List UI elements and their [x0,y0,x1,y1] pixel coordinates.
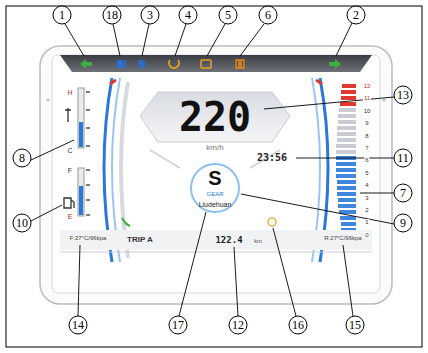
gauge-tick [86,91,90,93]
rpm-scale-number: 1 [364,219,369,225]
gear-readout: S [208,168,221,188]
trip-unit: km [254,238,262,244]
fuel-scale-mark: F [68,167,72,174]
rpm-scale-number: 0 [364,232,369,238]
callout-circle [219,6,237,24]
callout-circle [289,316,307,334]
rpm-bar-segment [336,162,356,166]
callout-number: 2 [353,9,359,21]
callout-number: 5 [225,9,231,21]
callout-circle [103,6,121,24]
clock-readout: 23:56 [257,153,287,163]
rpm-bar-segment [337,180,356,184]
rpm-bar-segment [336,144,356,148]
rpm-bar-segment [336,168,356,172]
speed-readout: 220 [179,97,251,137]
gauge-tick [86,169,90,171]
callout-number: 6 [265,9,271,21]
rpm-scale-number: 11 [363,95,371,101]
callout-circle [69,316,87,334]
brand-text: Liudehuan [199,201,232,208]
callout-circle [13,149,31,167]
temp-scale-mark: C [67,147,72,154]
rpm-scale-number: 5 [364,170,369,176]
callout-number: 16 [292,319,304,331]
rpm-bar-segment [339,108,356,112]
rpm-bar-segment [337,186,356,190]
callout-number: 10 [16,217,28,229]
callout-number: 15 [349,319,361,331]
callout-number: 8 [19,152,25,164]
rpm-scale-number: 12 [363,83,372,89]
gauge-tick [86,127,90,129]
callout-number: 17 [172,319,184,331]
callout-number: 13 [397,89,409,101]
gear-caption: GEAR [206,191,223,197]
callout-circle [394,184,412,202]
rpm-scale-number: 4 [364,182,369,188]
rpm-bar-segment [337,192,356,196]
callout-circle [141,6,159,24]
rpm-scale-number: 6 [364,157,369,163]
rpm-bar-segment [338,114,356,118]
rpm-bar-segment [341,90,356,94]
callout-circle [347,6,365,24]
rpm-bar-segment [338,198,356,202]
rpm-bar-segment [337,138,356,142]
rpm-scale-number: 10 [363,108,372,114]
callout-circle [394,149,412,167]
callout-circle [259,6,277,24]
gauge-tick [86,214,90,216]
gauge-tick [86,184,90,186]
callout-circle [394,214,412,232]
rpm-bar-segment [337,132,356,136]
trip-value: 122.4 [215,236,242,245]
rpm-scale-number: 3 [364,195,369,201]
tyre-rear-readout: R:27°C/96kpa [324,235,361,241]
rpm-bar-segment [341,222,356,226]
rpm-scale-number: 7 [364,145,369,151]
rpm-scale-number: 9 [364,120,369,126]
tyre-front-readout: F:27°C/96kpa [70,235,107,241]
rpm-bar-segment [340,102,356,106]
rpm-bar-segment [341,96,356,100]
callout-number: 18 [106,9,118,21]
gauge-tick [86,109,90,111]
rpm-bar-segment [336,174,356,178]
rpm-bar-segment [337,126,356,130]
rpm-bar-segment [336,150,356,154]
rpm-scale-number: 8 [364,133,369,139]
callout-circle [394,86,412,104]
gauge-tick [86,145,90,147]
callout-number: 12 [232,319,244,331]
temp-scale-mark: H [67,89,72,96]
callout-circle [229,316,247,334]
callout-number: 4 [185,9,191,21]
speed-unit: km/h [206,144,223,152]
callout-number: 7 [400,187,406,199]
rpm-bar-segment [340,216,356,220]
rpm-bar-segment [338,204,356,208]
callout-number: 14 [72,319,84,331]
callout-number: 1 [59,9,65,21]
gauge-tick [86,199,90,201]
callout-circle [346,316,364,334]
callout-circle [53,6,71,24]
callout-number: 11 [397,152,409,164]
rpm-scale-number: 2 [364,207,369,213]
trip-label: TRIP A [127,236,153,244]
callout-circle [169,316,187,334]
callout-number: 9 [400,217,406,229]
fuel-scale-mark: E [68,213,73,220]
callout-circle [13,214,31,232]
callout-circle [179,6,197,24]
rpm-bar-segment [342,84,356,88]
callout-number: 3 [147,9,153,21]
rpm-bar-segment [338,120,356,124]
